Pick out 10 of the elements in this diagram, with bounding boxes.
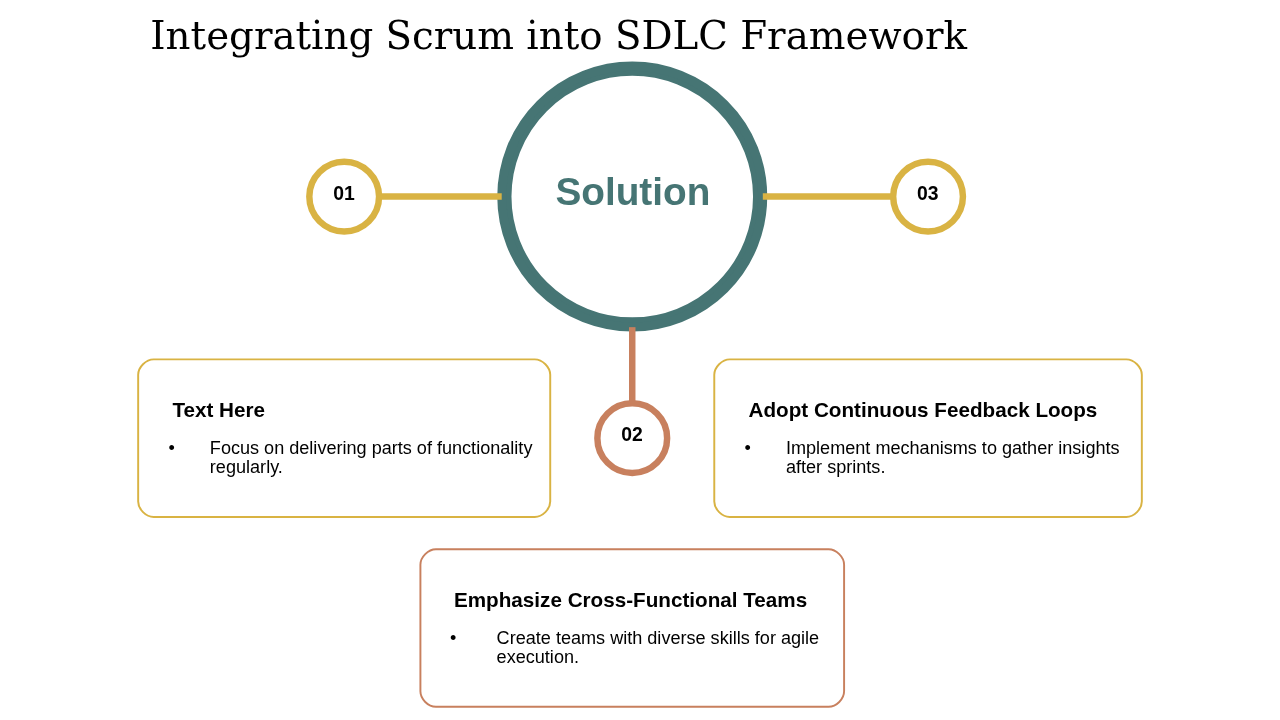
diagram-title: Integrating Scrum into SDLC Framework (150, 13, 967, 59)
node-circle: Solution (497, 61, 768, 332)
node-circle: 02 (594, 400, 671, 477)
node-circle: 03 (889, 158, 967, 235)
node-box: Emphasize Cross-Functional Teams • Create teams with diverse skills for agile execution. (419, 548, 846, 708)
connector (379, 193, 502, 200)
connector (762, 193, 893, 200)
node-circle: 01 (306, 158, 383, 235)
node-box: Adopt Continuous Feedback Loops • Implement mechanisms to gather insights after sprints. (713, 358, 1143, 518)
node-box: Text Here • Focus on delivering parts of functionality regularly. (137, 358, 552, 518)
